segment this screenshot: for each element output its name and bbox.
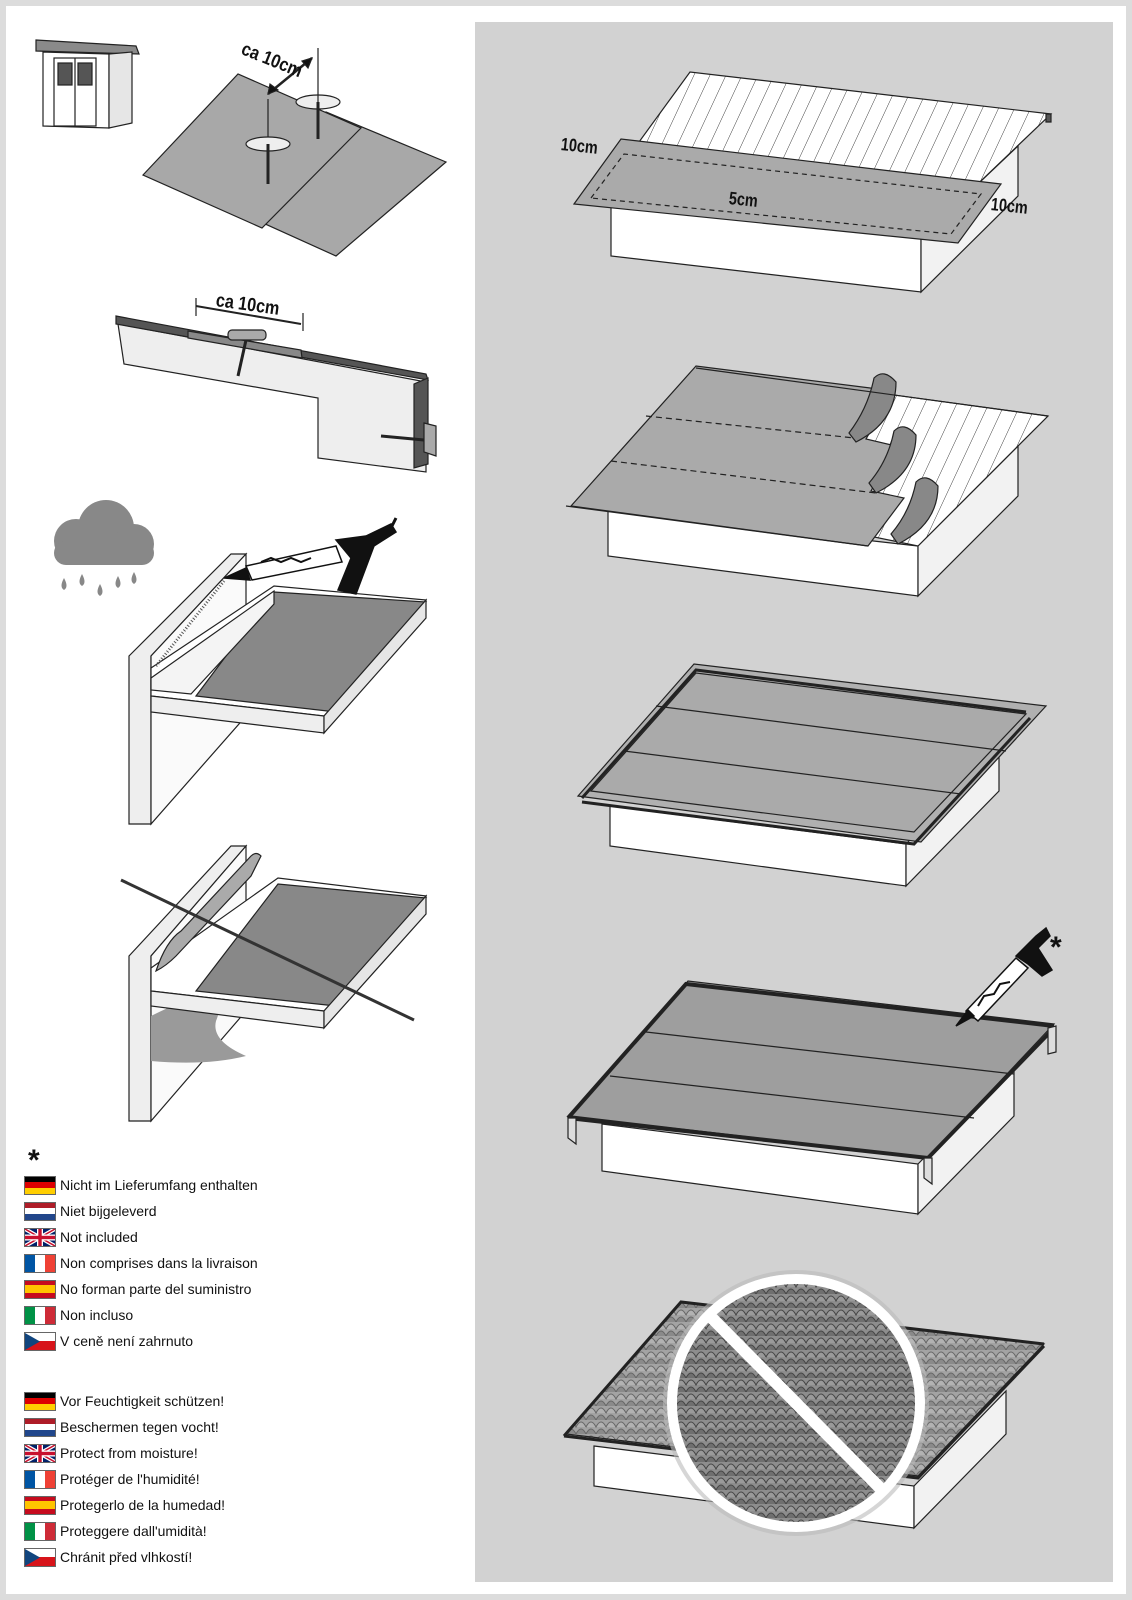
legend-text: Chránit před vlhkostí!: [60, 1549, 193, 1565]
footnote-asterisk: *: [28, 1144, 40, 1177]
legend-row-de: Vor Feuchtigkeit schützen!: [24, 1388, 324, 1414]
dimension-label: 10cm: [560, 134, 599, 158]
dimension-label: 5cm: [728, 188, 759, 211]
step2-edge-detail: [115, 298, 437, 473]
step1-felt-nailing: [141, 48, 448, 257]
legend-row-en: Protect from moisture!: [24, 1440, 324, 1466]
france-flag-icon: [24, 1469, 56, 1489]
legend-text: Not included: [60, 1229, 138, 1245]
uk-flag-icon: [24, 1227, 56, 1247]
caulking-gun-icon: [955, 926, 1054, 1027]
legend-not-included: Nicht im Lieferumfang enthalten Niet bij…: [24, 1172, 324, 1354]
legend-text: Vor Feuchtigkeit schützen!: [60, 1393, 225, 1409]
legend-text: Protéger de l'humidité!: [60, 1471, 200, 1487]
italy-flag-icon: [24, 1521, 56, 1541]
spain-flag-icon: [24, 1279, 56, 1299]
asterisk-marker: *: [1050, 931, 1062, 964]
germany-flag-icon: [24, 1391, 56, 1411]
legend-text: V ceně není zahrnuto: [60, 1333, 194, 1349]
legend-row-fr: Non comprises dans la livraison: [24, 1250, 324, 1276]
dimension-label: 10cm: [990, 194, 1029, 218]
legend-row-en: Not included: [24, 1224, 324, 1250]
legend-row-nl: Beschermen tegen vocht!: [24, 1414, 324, 1440]
step9-no-shingles: [562, 1270, 1046, 1536]
legend-row-de: Nicht im Lieferumfang enthalten: [24, 1172, 324, 1198]
step5-first-felt-strip: [572, 71, 1053, 294]
legend-text: Non incluso: [60, 1307, 134, 1323]
legend-text: Non comprises dans la livraison: [60, 1255, 258, 1271]
legend-row-cs: V ceně není zahrnuto: [24, 1328, 324, 1354]
legend-row-fr: Protéger de l'humidité!: [24, 1466, 324, 1492]
legend-row-es: No forman parte del suministro: [24, 1276, 324, 1302]
step3-wall-sealing: [128, 552, 428, 826]
czech-flag-icon: [24, 1547, 56, 1567]
step6-felt-rolls: [565, 365, 1050, 598]
step7-edge-trims: [576, 663, 1048, 888]
spain-flag-icon: [24, 1495, 56, 1515]
step8-sealing-edges: [566, 980, 1057, 1216]
legend-row-cs: Chránit před vlhkostí!: [24, 1544, 324, 1570]
netherlands-flag-icon: [24, 1201, 56, 1221]
caulking-gun-icon: [223, 517, 398, 595]
legend-text: No forman parte del suministro: [60, 1281, 252, 1297]
instruction-illustrations: [35, 22, 1113, 1582]
uk-flag-icon: [24, 1443, 56, 1463]
legend-row-it: Non incluso: [24, 1302, 324, 1328]
legend-text: Beschermen tegen vocht!: [60, 1419, 219, 1435]
italy-flag-icon: [24, 1305, 56, 1325]
instruction-page: ca 10cm ca 10cm 10cm 5cm 10cm * * Nicht …: [6, 6, 1126, 1594]
rain-cloud-icon: [54, 500, 154, 596]
legend-text: Nicht im Lieferumfang enthalten: [60, 1177, 258, 1193]
legend-text: Protegerlo de la humedad!: [60, 1497, 225, 1513]
step4-wrong-method: [120, 844, 428, 1123]
legend-row-nl: Niet bijgeleverd: [24, 1198, 324, 1224]
germany-flag-icon: [24, 1175, 56, 1195]
france-flag-icon: [24, 1253, 56, 1273]
legend-text: Protect from moisture!: [60, 1445, 198, 1461]
shed-icon: [35, 39, 140, 129]
legend-text: Proteggere dall'umidità!: [60, 1523, 207, 1539]
czech-flag-icon: [24, 1331, 56, 1351]
legend-protect-moisture: Vor Feuchtigkeit schützen! Beschermen te…: [24, 1388, 324, 1570]
legend-row-es: Protegerlo de la humedad!: [24, 1492, 324, 1518]
netherlands-flag-icon: [24, 1417, 56, 1437]
legend-row-it: Proteggere dall'umidità!: [24, 1518, 324, 1544]
legend-text: Niet bijgeleverd: [60, 1203, 157, 1219]
